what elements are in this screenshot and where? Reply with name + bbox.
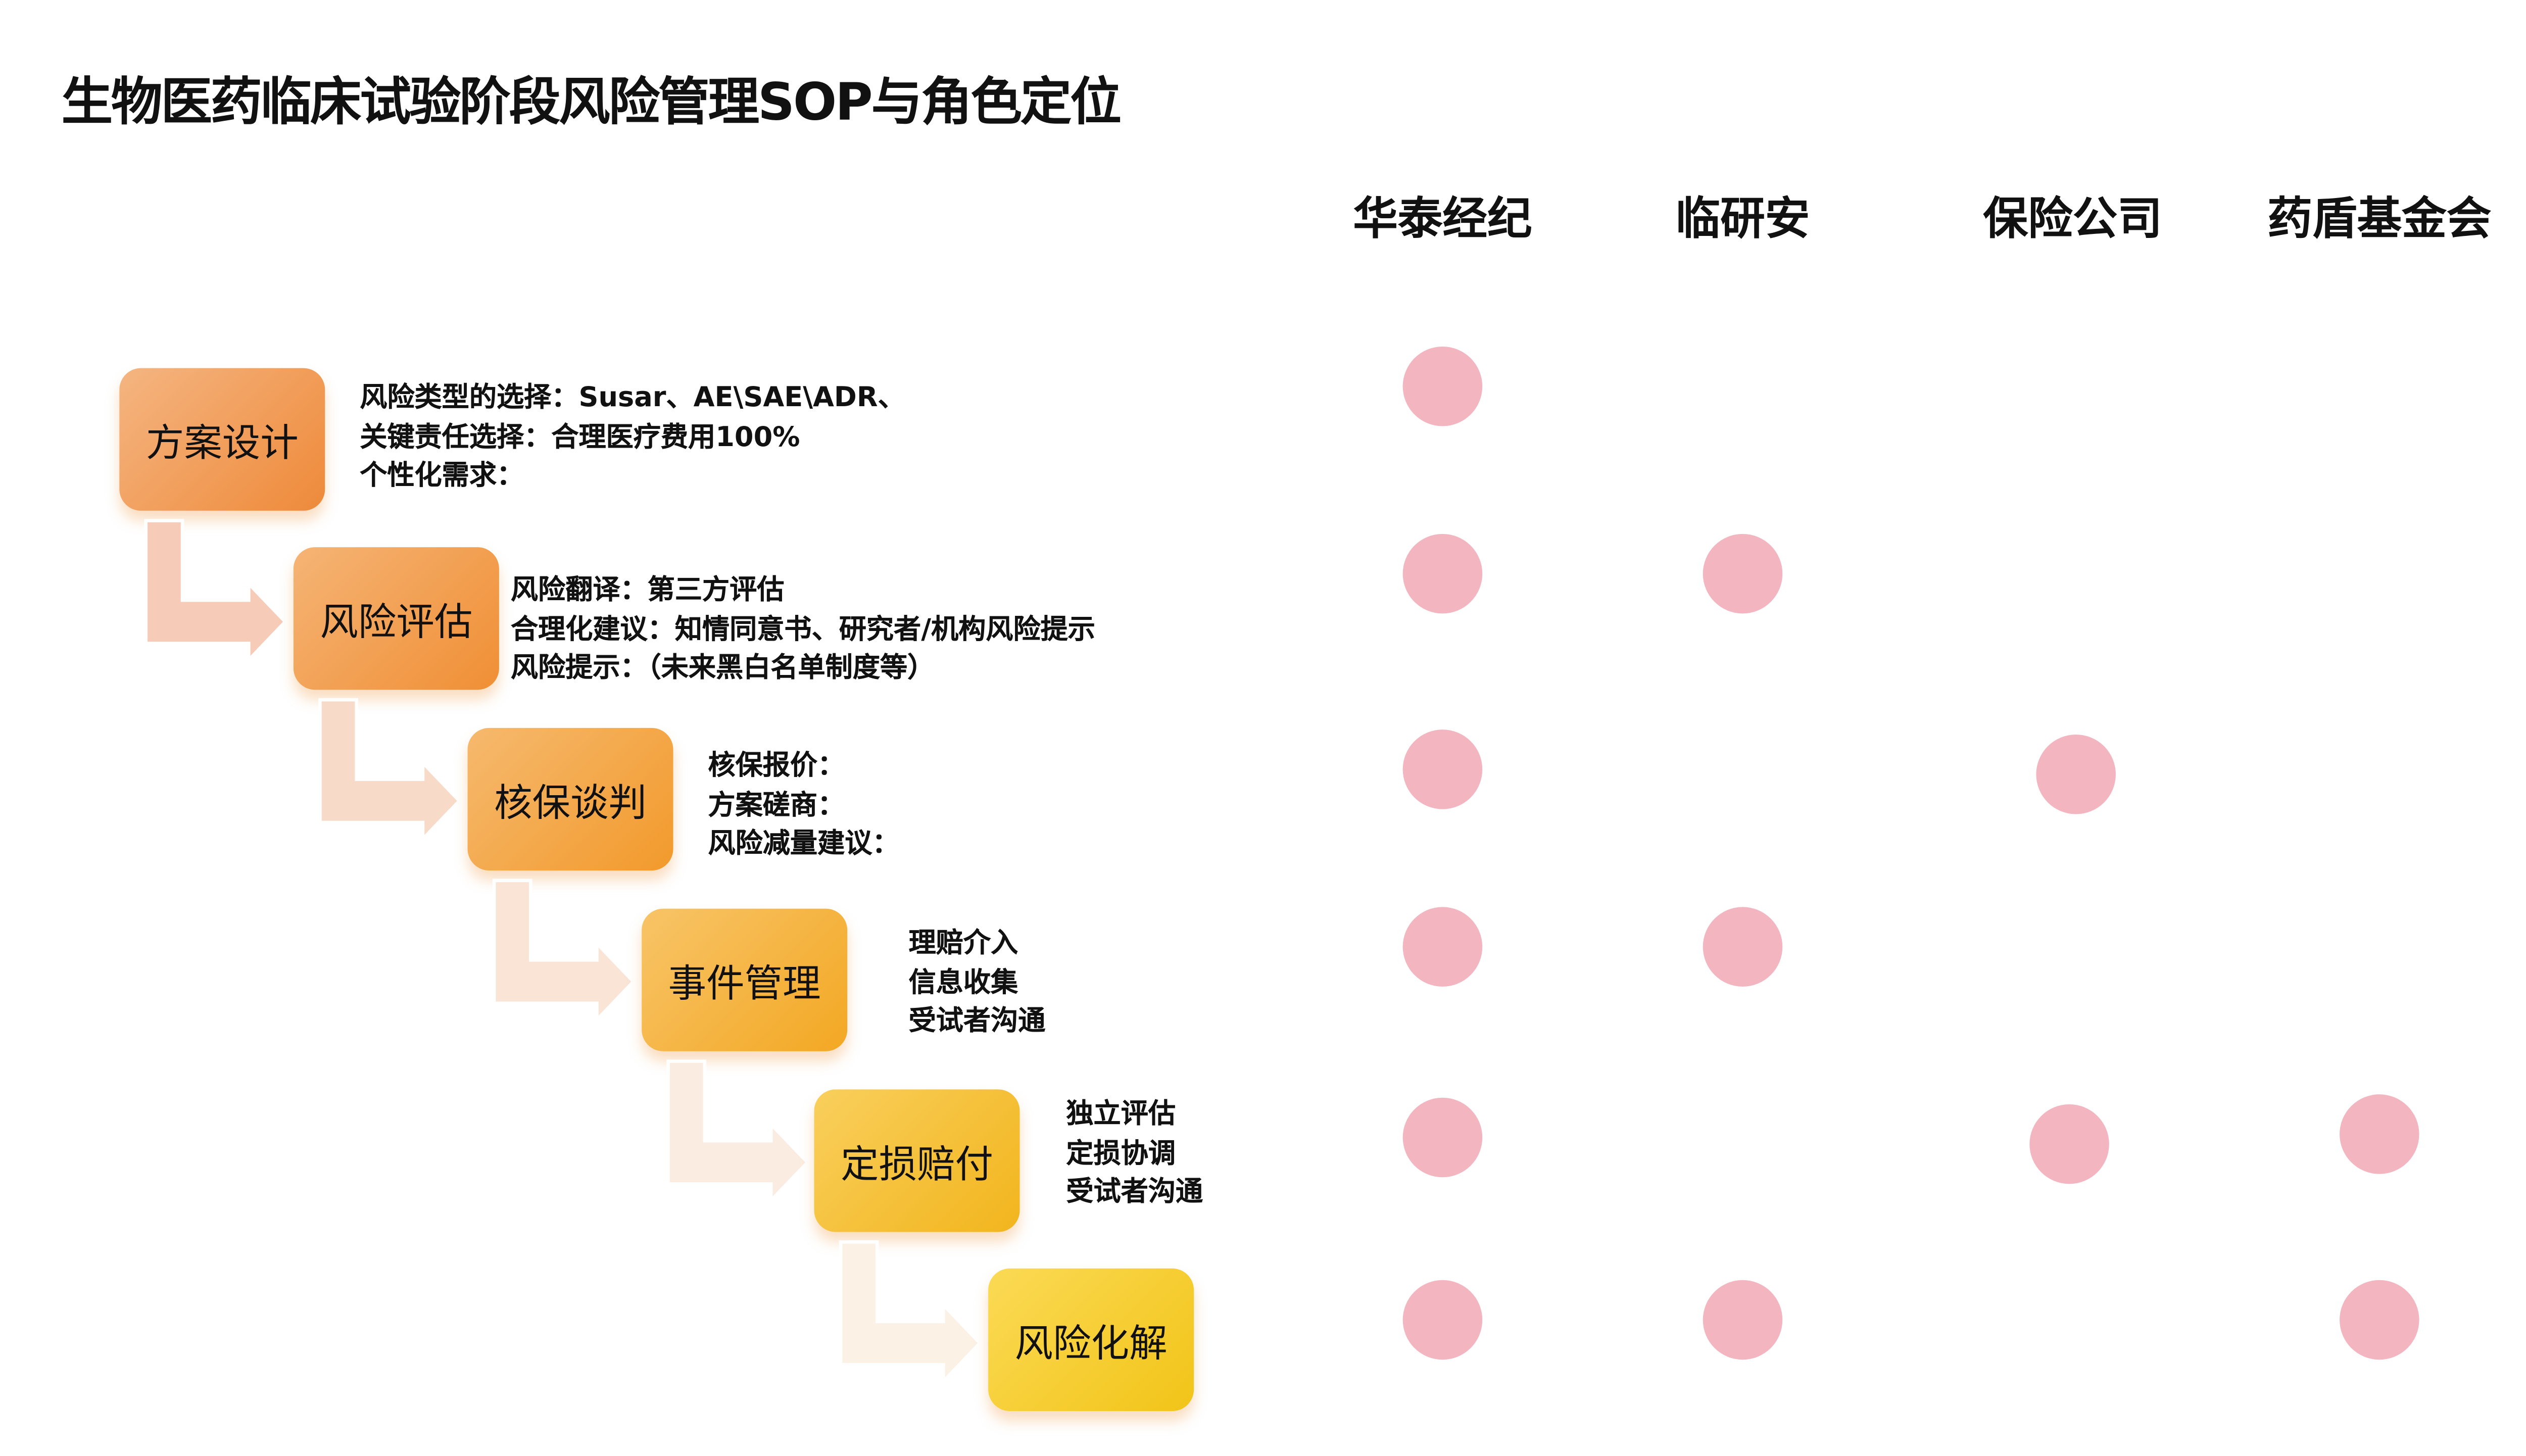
step-label: 定损赔付 xyxy=(841,1144,993,1187)
step-label: 风险评估 xyxy=(320,602,473,645)
step-box: 事件管理 xyxy=(642,908,848,1051)
role-header: 药盾基金会 xyxy=(2267,194,2492,246)
step-details: 风险翻译：第三方评估合理化建议：知情同意书、研究者/机构风险提示风险提示：（未来… xyxy=(511,570,1095,687)
detail-line: 风险减量建议： xyxy=(708,827,900,859)
step-box: 风险评估 xyxy=(293,547,499,690)
flow-arrow-icon xyxy=(318,698,462,843)
role-participation-dot xyxy=(1402,346,1483,426)
role-header: 保险公司 xyxy=(1983,194,2162,246)
role-participation-dot xyxy=(2029,1104,2109,1184)
detail-line: 方案磋商： xyxy=(708,788,845,820)
role-participation-dot xyxy=(2340,1094,2419,1174)
role-participation-dot xyxy=(1402,730,1483,809)
step-details: 核保报价： 方案磋商： 风险减量建议： xyxy=(708,746,899,863)
flow-arrow-icon xyxy=(839,1240,983,1386)
page-title: 生物医药临床试验阶段风险管理SOP与角色定位 xyxy=(61,73,1122,133)
detail-line: 受试者沟通 xyxy=(1066,1176,1203,1207)
detail-line: 合理化建议：知情同意书、研究者/机构风险提示 xyxy=(510,612,1095,645)
role-participation-dot xyxy=(1703,907,1783,987)
role-participation-dot xyxy=(1703,533,1783,614)
detail-line: 信息收集 xyxy=(908,965,1018,998)
step-label: 风险化解 xyxy=(1014,1323,1168,1367)
role-header: 华泰经纪 xyxy=(1353,194,1532,246)
step-box: 定损赔付 xyxy=(814,1089,1020,1232)
flow-arrow-icon xyxy=(492,879,636,1024)
flow-arrow-icon xyxy=(666,1059,810,1205)
detail-line: 定损协调 xyxy=(1066,1136,1176,1169)
detail-line: 风险类型的选择：Susar、AE\SAE\ADR、 xyxy=(360,381,905,413)
step-details: 理赔介入信息收集受试者沟通 xyxy=(909,924,1046,1040)
detail-line: 核保报价： xyxy=(708,749,845,781)
detail-line: 关键责任选择：合理医疗费用100% xyxy=(360,420,800,452)
step-box: 核保谈判 xyxy=(467,727,673,871)
role-header: 临研安 xyxy=(1675,194,1810,246)
role-participation-dot xyxy=(2340,1280,2419,1360)
step-label: 事件管理 xyxy=(668,963,821,1007)
role-participation-dot xyxy=(2036,734,2116,814)
detail-line: 理赔介入 xyxy=(908,927,1018,959)
flow-arrow-icon xyxy=(144,519,288,664)
role-participation-dot xyxy=(1402,907,1483,987)
role-participation-dot xyxy=(1402,533,1483,614)
role-participation-dot xyxy=(1402,1097,1483,1178)
step-box: 方案设计 xyxy=(119,368,325,511)
detail-line: 独立评估 xyxy=(1066,1097,1176,1130)
detail-line: 风险翻译：第三方评估 xyxy=(510,573,785,605)
detail-line: 风险提示：（未来黑白名单制度等） xyxy=(510,651,935,684)
step-details: 独立评估定损协调受试者沟通 xyxy=(1066,1094,1203,1211)
detail-line: 个性化需求： xyxy=(360,459,524,491)
step-label: 方案设计 xyxy=(145,422,299,466)
detail-line: 受试者沟通 xyxy=(908,1004,1046,1037)
step-details: 风险类型的选择：Susar、AE\SAE\ADR、关键责任选择：合理医疗费用10… xyxy=(360,378,905,495)
step-box: 风险化解 xyxy=(988,1268,1194,1412)
step-label: 核保谈判 xyxy=(494,783,647,826)
role-participation-dot xyxy=(1703,1280,1783,1360)
role-participation-dot xyxy=(1402,1280,1483,1360)
